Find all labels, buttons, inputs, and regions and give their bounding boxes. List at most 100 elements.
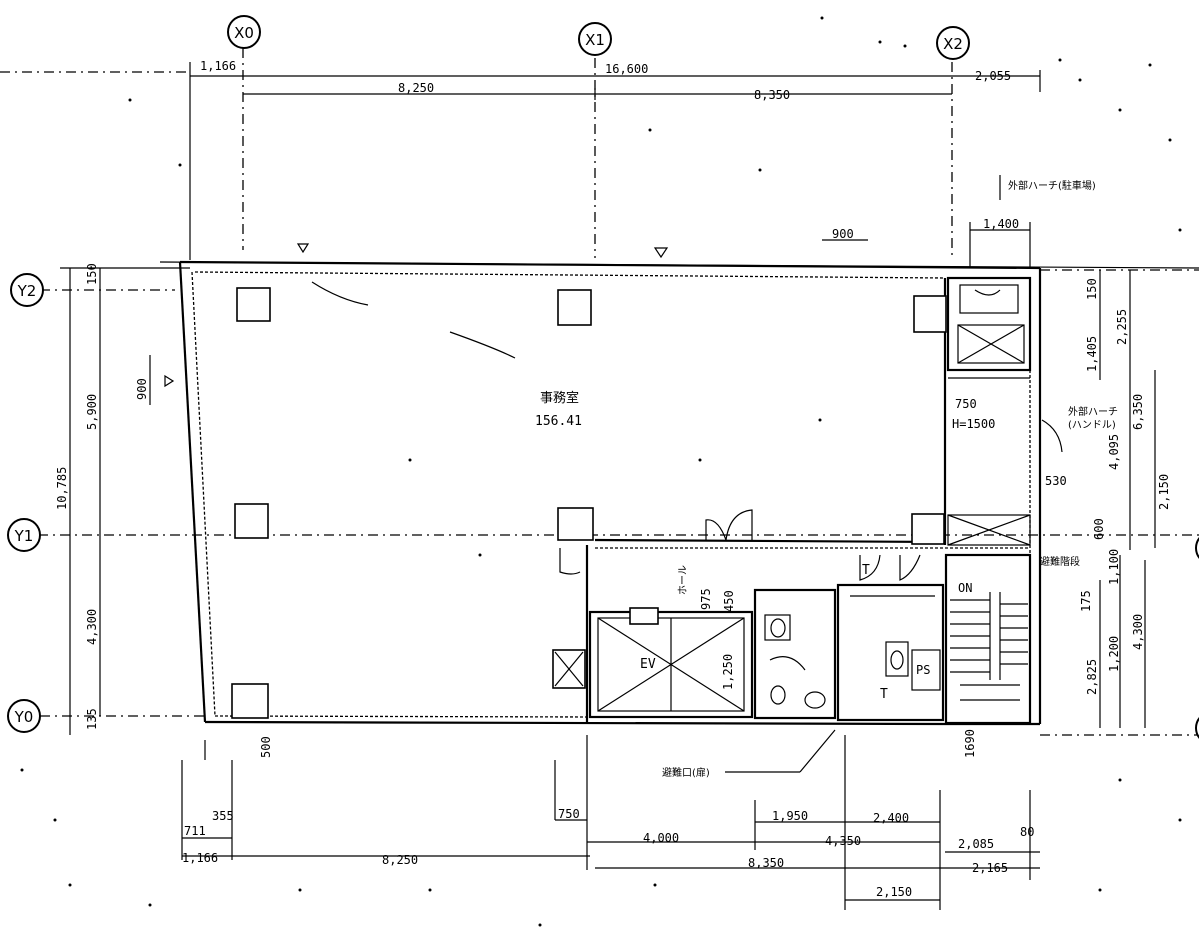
- dim-stair-975: 975: [699, 588, 713, 610]
- right-dimensions: 150 1,405 2,255 6,350 4,095 2,150 600 1,…: [1040, 270, 1171, 728]
- dim-left-top-small: 150: [85, 263, 99, 285]
- dim-bottom-4350: 4,350: [825, 834, 861, 848]
- axis-bubble-y1: Y1: [7, 518, 41, 552]
- dim-top-right-offset: 2,055: [975, 69, 1011, 83]
- axis-label-y2: Y2: [17, 282, 37, 300]
- room-area: 156.41: [535, 414, 582, 429]
- dim-bottom-8350: 8,350: [748, 856, 784, 870]
- axis-bubble-x1: X1: [578, 22, 612, 56]
- axis-bubble-y0: Y0: [7, 699, 41, 733]
- dim-right-2825: 2,825: [1085, 659, 1099, 695]
- bottom-dimensions: 500 1690 711 355 1,166 8,250 750 1,950 2…: [181, 729, 1040, 910]
- dim-bottom-80: 80: [1020, 825, 1034, 839]
- axis-bubble-x0: X0: [227, 15, 261, 49]
- door-hall-left: [559, 548, 581, 575]
- note-right: 外部ハーチ: [1068, 405, 1118, 418]
- label-hall: ホール: [677, 565, 689, 595]
- top-dimensions: 1,166 16,600 2,055 8,250 8,350 900 1,400…: [189, 59, 1096, 268]
- door-office-double: [705, 509, 753, 541]
- dim-stair-450: 450: [722, 590, 736, 612]
- room-name: 事務室: [540, 390, 579, 406]
- toilet-1: [770, 618, 786, 638]
- triangle-marker-left: [164, 374, 175, 388]
- dim-right-2255: 2,255: [1115, 309, 1129, 345]
- column-ev: [629, 607, 659, 625]
- dim-right-1405: 1,405: [1085, 336, 1099, 372]
- dim-left-upper: 5,900: [85, 394, 99, 430]
- column-x1-y2: [557, 289, 592, 326]
- dim-right-530: 530: [1045, 474, 1067, 488]
- column-x1-y1: [557, 507, 594, 541]
- dim-right-150: 150: [1085, 278, 1099, 300]
- dim-left-total: 10,785: [55, 467, 69, 510]
- column-x0-y1: [234, 503, 269, 539]
- dim-right-2150: 2,150: [1157, 474, 1171, 510]
- note-right-2: (ハンドル): [1068, 420, 1116, 431]
- dim-top-span-1: 8,250: [398, 81, 434, 95]
- doors: [559, 419, 1063, 581]
- dim-left-lower: 4,300: [85, 609, 99, 645]
- dim-inner-h1500: H=1500: [952, 417, 995, 431]
- door-right-stair: [1041, 419, 1063, 453]
- triangle-marker-top-2: [653, 247, 669, 259]
- label-on: ON: [958, 581, 972, 595]
- dim-bottom-711: 711: [184, 824, 206, 838]
- dim-stair-1250: 1,250: [721, 654, 735, 690]
- axis-bubble-y0-right: [1195, 717, 1199, 739]
- dim-right-4300: 4,300: [1131, 614, 1145, 650]
- office-room: 事務室 156.41: [296, 243, 669, 429]
- core-area: EV ホール 975 450 1,250 T T PS: [588, 276, 1067, 725]
- dim-width-1400: 1,400: [983, 217, 1019, 231]
- door-swing-arc-mid: [449, 331, 516, 359]
- dim-left-bottom-small: 135: [85, 708, 99, 730]
- axis-label-y0: Y0: [14, 708, 34, 726]
- dim-bottom-1690: 1690: [963, 729, 977, 758]
- column-x2-y1: [911, 513, 945, 545]
- dim-bottom-500: 500: [259, 736, 273, 758]
- sink: [890, 650, 904, 670]
- triangle-marker-top-1: [296, 243, 310, 254]
- door-swing-arc-top: [311, 281, 369, 306]
- dim-inner-750: 750: [955, 397, 977, 411]
- column-x0-y0: [231, 683, 269, 719]
- dim-top-left-offset: 1,166: [200, 59, 236, 73]
- dim-right-1100: 1,100: [1107, 549, 1121, 585]
- dim-bottom-1950: 1,950: [772, 809, 808, 823]
- column-x0-y2: [236, 287, 271, 322]
- label-t-bottom: T: [880, 687, 888, 702]
- dim-opening-900: 900: [832, 227, 854, 241]
- note-top-right: 外部ハーチ(駐車場): [1008, 179, 1096, 192]
- note-bottom: 避難口(扉): [662, 766, 710, 779]
- label-ev: EV: [640, 657, 656, 672]
- dim-right-175: 175: [1079, 590, 1093, 612]
- toilet-2: [770, 685, 786, 705]
- dim-right-1200: 1,200: [1107, 636, 1121, 672]
- axis-label-y1: Y1: [14, 527, 34, 545]
- left-dimensions: 10,785 5,900 4,300 150 135 900: [55, 263, 190, 735]
- dim-right-4095: 4,095: [1107, 434, 1121, 470]
- building-outline: [159, 260, 1199, 726]
- dim-top-span-2: 8,350: [754, 88, 790, 102]
- axis-label-x1: X1: [585, 31, 605, 49]
- note-right-stair: 避難階段: [1040, 555, 1080, 568]
- label-t-top: T: [862, 563, 870, 578]
- door-tea: [859, 554, 921, 581]
- axis-bubble-y1-right: [1195, 537, 1199, 559]
- dim-bottom-2150: 2,150: [876, 885, 912, 899]
- column-x2-y2: [913, 295, 947, 333]
- toilet-3: [804, 691, 826, 709]
- dim-bottom-2400: 2,400: [873, 811, 909, 825]
- axis-bubble-y2: Y2: [10, 273, 44, 307]
- dim-bottom-2085: 2,085: [958, 837, 994, 851]
- dim-right-600: 600: [1092, 518, 1106, 540]
- dim-bottom-8250: 8,250: [382, 853, 418, 867]
- scan-noise: [20, 16, 1182, 927]
- dim-bottom-1166: 1,166: [182, 851, 218, 865]
- dim-bottom-4000: 4,000: [643, 831, 679, 845]
- dim-left-door: 900: [135, 378, 149, 400]
- label-ps: PS: [916, 663, 930, 677]
- axis-label-x2: X2: [943, 35, 963, 53]
- columns: [231, 287, 947, 719]
- axis-bubble-x2: X2: [936, 26, 970, 60]
